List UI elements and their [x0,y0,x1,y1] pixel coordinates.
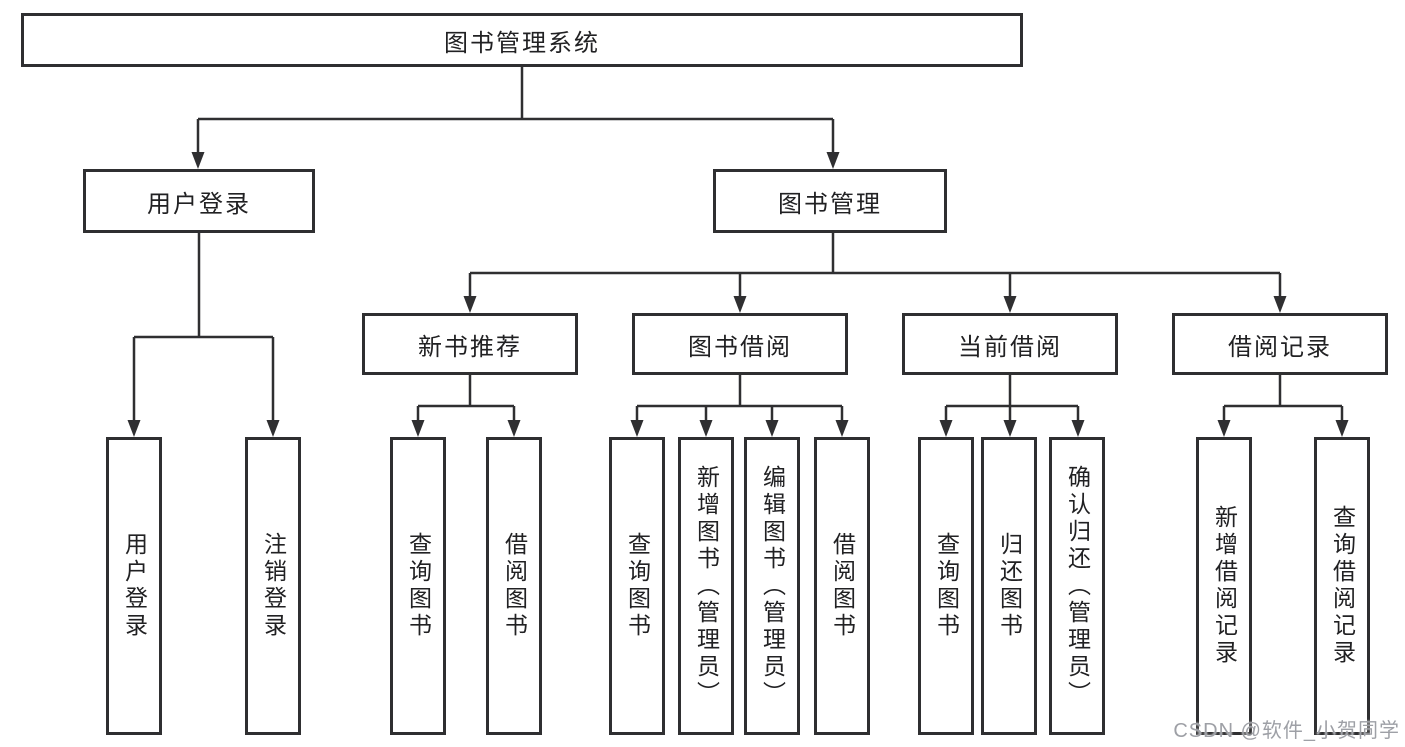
leaf-borrow-books-recommend: 借阅图书 [486,437,542,735]
leaf-query-books-borrow: 查询图书 [609,437,665,735]
watermark-text: CSDN @软件_小贺同学 [1173,720,1400,742]
leaf-query-books-current: 查询图书 [918,437,974,735]
leaf-user-login: 用户登录 [106,437,162,735]
node-book-management: 图书管理 [713,169,947,233]
leaf-add-borrow-record: 新增借阅记录 [1196,437,1252,735]
node-current-borrowing: 当前借阅 [902,313,1118,375]
leaf-confirm-return-admin: 确认归还（管理员） [1049,437,1105,735]
leaf-logout: 注销登录 [245,437,301,735]
leaf-return-books: 归还图书 [981,437,1037,735]
node-library-system: 图书管理系统 [21,13,1023,67]
leaf-query-borrow-record: 查询借阅记录 [1314,437,1370,735]
node-new-book-recommend: 新书推荐 [362,313,578,375]
node-user-login: 用户登录 [83,169,315,233]
leaf-add-book-admin: 新增图书（管理员） [678,437,734,735]
node-book-borrowing: 图书借阅 [632,313,848,375]
leaf-edit-book-admin: 编辑图书（管理员） [744,437,800,735]
node-borrowing-records: 借阅记录 [1172,313,1388,375]
leaf-query-books-recommend: 查询图书 [390,437,446,735]
leaf-borrow-books: 借阅图书 [814,437,870,735]
